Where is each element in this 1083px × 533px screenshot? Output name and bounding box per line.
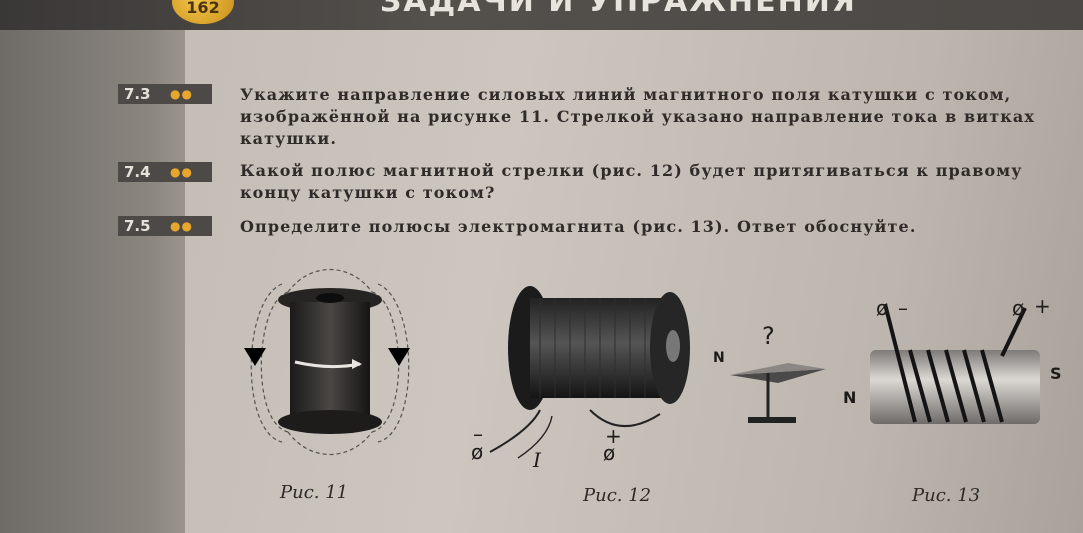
- terminal-minus-icon: ø: [471, 440, 484, 464]
- task-line: катушки.: [240, 129, 338, 148]
- answer-arrow-left: [244, 348, 266, 366]
- left-margin-band: [0, 30, 185, 533]
- header-band: ЗАДАЧИ И УПРАЖНЕНИЯ: [0, 0, 1083, 30]
- minus-sign: –: [898, 296, 908, 320]
- current-label: I: [533, 448, 541, 472]
- lead-wire-right: [589, 409, 661, 427]
- minus-sign: –: [473, 422, 483, 446]
- stand-base: [748, 417, 796, 423]
- task-number-badge: 7.5 ●●: [118, 216, 212, 236]
- task-line: Определите полюсы электромагнита (рис. 1…: [240, 217, 917, 236]
- figure-11-caption: Рис. 11: [280, 482, 349, 503]
- current-arrow: [517, 415, 553, 459]
- task-number: 7.4: [124, 163, 151, 181]
- task-text: Определите полюсы электромагнита (рис. 1…: [240, 216, 1060, 238]
- answer-arrow-right: [388, 348, 410, 366]
- pole-s-label: S: [1050, 364, 1062, 383]
- needle-n-label: N: [713, 350, 725, 366]
- pole-n-label: N: [843, 388, 857, 407]
- section-title: ЗАДАЧИ И УПРАЖНЕНИЯ: [380, 0, 857, 19]
- difficulty-dots: ●●: [170, 87, 193, 101]
- task-number: 7.5: [124, 217, 151, 235]
- task-line: Укажите направление силовых линий магнит…: [240, 85, 1012, 104]
- task-number-badge: 7.4 ●●: [118, 162, 212, 182]
- lead-wire-left: [489, 409, 541, 453]
- figure-11-coil: [244, 269, 410, 455]
- task-text: Укажите направление силовых линий магнит…: [240, 84, 1060, 150]
- task-text: Какой полюс магнитной стрелки (рис. 12) …: [240, 160, 1060, 204]
- page-number: 162: [186, 0, 220, 17]
- task-line: концу катушки с током?: [240, 183, 496, 202]
- terminal-minus-icon: ø: [876, 296, 889, 320]
- figure-12-caption: Рис. 12: [583, 485, 652, 506]
- task-line: изображённой на рисунке 11. Стрелкой ука…: [240, 107, 1035, 126]
- terminal-plus-icon: ø: [603, 441, 616, 465]
- coil-bottom-flange: [278, 410, 382, 434]
- plus-sign: +: [605, 424, 622, 448]
- figure-12-coil: [489, 286, 690, 459]
- task-number-badge: 7.3 ●●: [118, 84, 212, 104]
- difficulty-dots: ●●: [170, 165, 193, 179]
- figure-13-caption: Рис. 13: [912, 485, 981, 506]
- difficulty-dots: ●●: [170, 219, 193, 233]
- plus-sign: +: [1034, 294, 1051, 318]
- needle: [730, 369, 826, 383]
- task-line: Какой полюс магнитной стрелки (рис. 12) …: [240, 161, 1023, 180]
- terminal-plus-icon: ø: [1012, 296, 1025, 320]
- magnetic-needle-stand: [730, 363, 826, 423]
- figure-13-electromagnet: [870, 303, 1040, 424]
- question-mark: ?: [762, 322, 775, 350]
- coil-windings: [883, 303, 1027, 423]
- task-number: 7.3: [124, 85, 151, 103]
